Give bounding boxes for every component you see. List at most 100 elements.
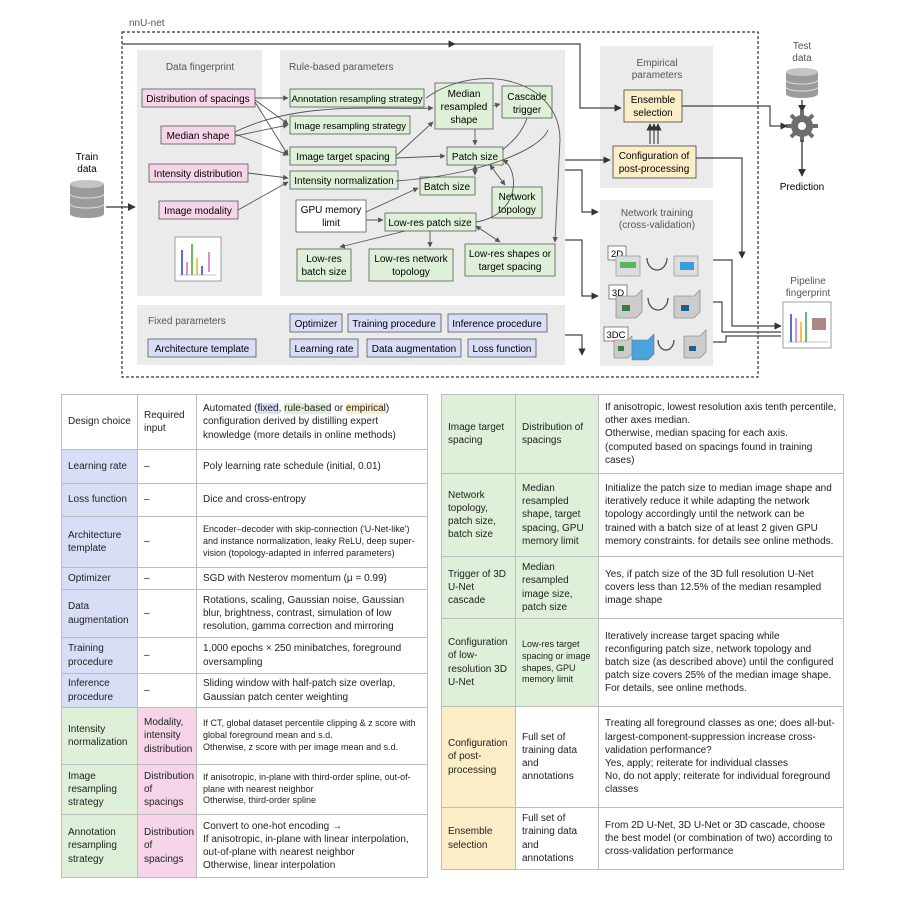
median-shape-node: Median shape [160,125,236,145]
architecture-template-node: Architecture template [147,338,257,358]
svg-text:3DC: 3DC [606,330,625,341]
svg-text:Low-res patch size: Low-res patch size [388,218,472,229]
svg-text:trigger: trigger [513,105,542,116]
svg-text:2D: 2D [611,249,623,260]
svg-text:Low-res network: Low-res network [374,254,448,265]
table-row: Configuration of post-processing Full se… [441,706,844,808]
svg-text:Batch size: Batch size [424,182,471,193]
fingerprint-connectors [234,78,561,249]
svg-text:Learning rate: Learning rate [295,344,354,355]
svg-text:Data augmentation: Data augmentation [372,344,457,355]
gear-icon [786,110,818,142]
svg-text:target spacing: target spacing [479,262,542,273]
data-augmentation-node: Data augmentation [366,338,462,358]
fixed-parameters-heading: Fixed parameters [148,316,226,327]
loss-function-node: Loss function [467,338,537,358]
table-row: Optimizer – SGD with Nesterov momentum (… [61,567,428,590]
median-resampled-shape-node: Median resampled shape [434,82,494,130]
svg-text:batch size: batch size [301,267,346,278]
table-row: Ensemble selection Full set of training … [441,807,844,870]
image-target-spacing-node: Image target spacing [289,146,397,166]
train-data-label-1: Train [76,152,98,163]
training-procedure-node: Training procedure [347,313,442,333]
svg-text:Patch size: Patch size [452,152,499,163]
network-training-heading-2: (cross-validation) [619,220,695,231]
test-data-label-2: data [792,53,812,64]
network-topology-node: Network topology [491,186,543,219]
table-row: Architecture template – Encoder–decoder … [61,516,428,568]
train-database-icon [69,180,105,218]
intensity-distribution-node: Intensity distribution [148,163,249,183]
table-row: Annotation resampling strategy Distribut… [61,814,428,878]
inference-procedure-node: Inference procedure [447,313,548,333]
learning-rate-node: Learning rate [289,338,359,358]
test-data-label-1: Test [793,41,812,52]
train-data-label-2: data [77,164,97,175]
table-row: Image resampling strategy Distribution o… [61,764,428,815]
patch-size-node: Patch size [446,146,504,166]
svg-text:Configuration of: Configuration of [619,151,690,162]
svg-text:Loss function: Loss function [473,344,532,355]
svg-text:Median shape: Median shape [167,131,230,142]
table-row: Network topology, patch size, batch size… [441,473,844,557]
svg-text:post-processing: post-processing [619,164,690,175]
svg-text:topology: topology [498,205,536,216]
low-res-patch-size-node: Low-res patch size [384,212,477,232]
svg-text:GPU memory: GPU memory [301,205,362,216]
distribution-of-spacings-node: Distribution of spacings [141,88,256,108]
annotation-resampling-strategy-node: Annotation resampling strategy [289,88,425,108]
low-res-network-topology-node: Low-res network topology [368,248,454,282]
rule-based-heading: Rule-based parameters [289,62,394,73]
image-modality-node: Image modality [158,200,239,220]
cascade-trigger-node: Cascade trigger [501,85,553,119]
test-database-icon [785,68,819,98]
optimizer-node: Optimizer [289,313,343,333]
svg-text:topology: topology [392,267,430,278]
table-row: Training procedure – 1,000 epochs × 250 … [61,637,428,674]
svg-text:Image target spacing: Image target spacing [296,152,389,163]
configuration-post-processing-node: Configuration of post-processing [612,145,697,179]
table-row: Data augmentation – Rotations, scaling, … [61,589,428,638]
header-design-choice: Design choice [61,394,138,450]
svg-text:Annotation resampling strategy: Annotation resampling strategy [292,94,423,105]
model-3d-cascade: 3DC [603,326,707,361]
empirical-heading-1: Empirical [636,58,677,69]
gpu-memory-limit-node: GPU memory limit [295,199,367,233]
intensity-normalization-node: Intensity normalization [289,170,399,190]
nnunet-pipeline-diagram: nnU-net Data fingerprint Rule-based para… [69,18,832,378]
pipeline-fingerprint-label-1: Pipeline [790,276,826,287]
model-2d: 2D [607,245,699,277]
model-3d: 3D [608,284,701,319]
svg-text:Intensity distribution: Intensity distribution [154,169,242,180]
low-res-batch-size-node: Low-res batch size [296,248,352,282]
svg-text:Image resampling strategy: Image resampling strategy [294,121,406,132]
svg-text:Optimizer: Optimizer [295,319,338,330]
table-row: Inference procedure – Sliding window wit… [61,673,428,708]
header-required-input: Required input [137,394,197,450]
nnunet-title: nnU-net [129,18,165,29]
table-row: Intensity normalization Modality, intens… [61,707,428,765]
svg-text:Inference procedure: Inference procedure [452,319,542,330]
right-design-table: Image target spacing Distribution of spa… [441,394,844,870]
data-fingerprint-heading: Data fingerprint [166,62,235,73]
network-training-heading-1: Network training [621,208,693,219]
svg-text:Training procedure: Training procedure [352,319,436,330]
left-design-table: Design choice Required input Automated (… [61,394,428,878]
left-table-header: Design choice Required input Automated (… [61,394,428,450]
svg-text:Median: Median [448,89,481,100]
svg-text:3D: 3D [612,288,624,299]
svg-text:limit: limit [322,218,340,229]
prediction-label: Prediction [780,182,824,193]
nnunet-frame [121,31,759,378]
low-res-shapes-node: Low-res shapes or target spacing [464,243,556,277]
svg-text:Ensemble: Ensemble [631,95,676,106]
svg-text:Low-res: Low-res [306,254,342,265]
svg-text:shape: shape [450,115,478,126]
ensemble-selection-node: Ensemble selection [623,89,683,123]
svg-text:Distribution of spacings: Distribution of spacings [146,94,249,105]
svg-text:Low-res shapes or: Low-res shapes or [469,249,552,260]
table-row: Loss function – Dice and cross-entropy [61,483,428,517]
table-row: Learning rate – Poly learning rate sched… [61,449,428,484]
table-row: Trigger of 3D U-Net cascade Median resam… [441,556,844,619]
empirical-heading-2: parameters [632,70,683,81]
